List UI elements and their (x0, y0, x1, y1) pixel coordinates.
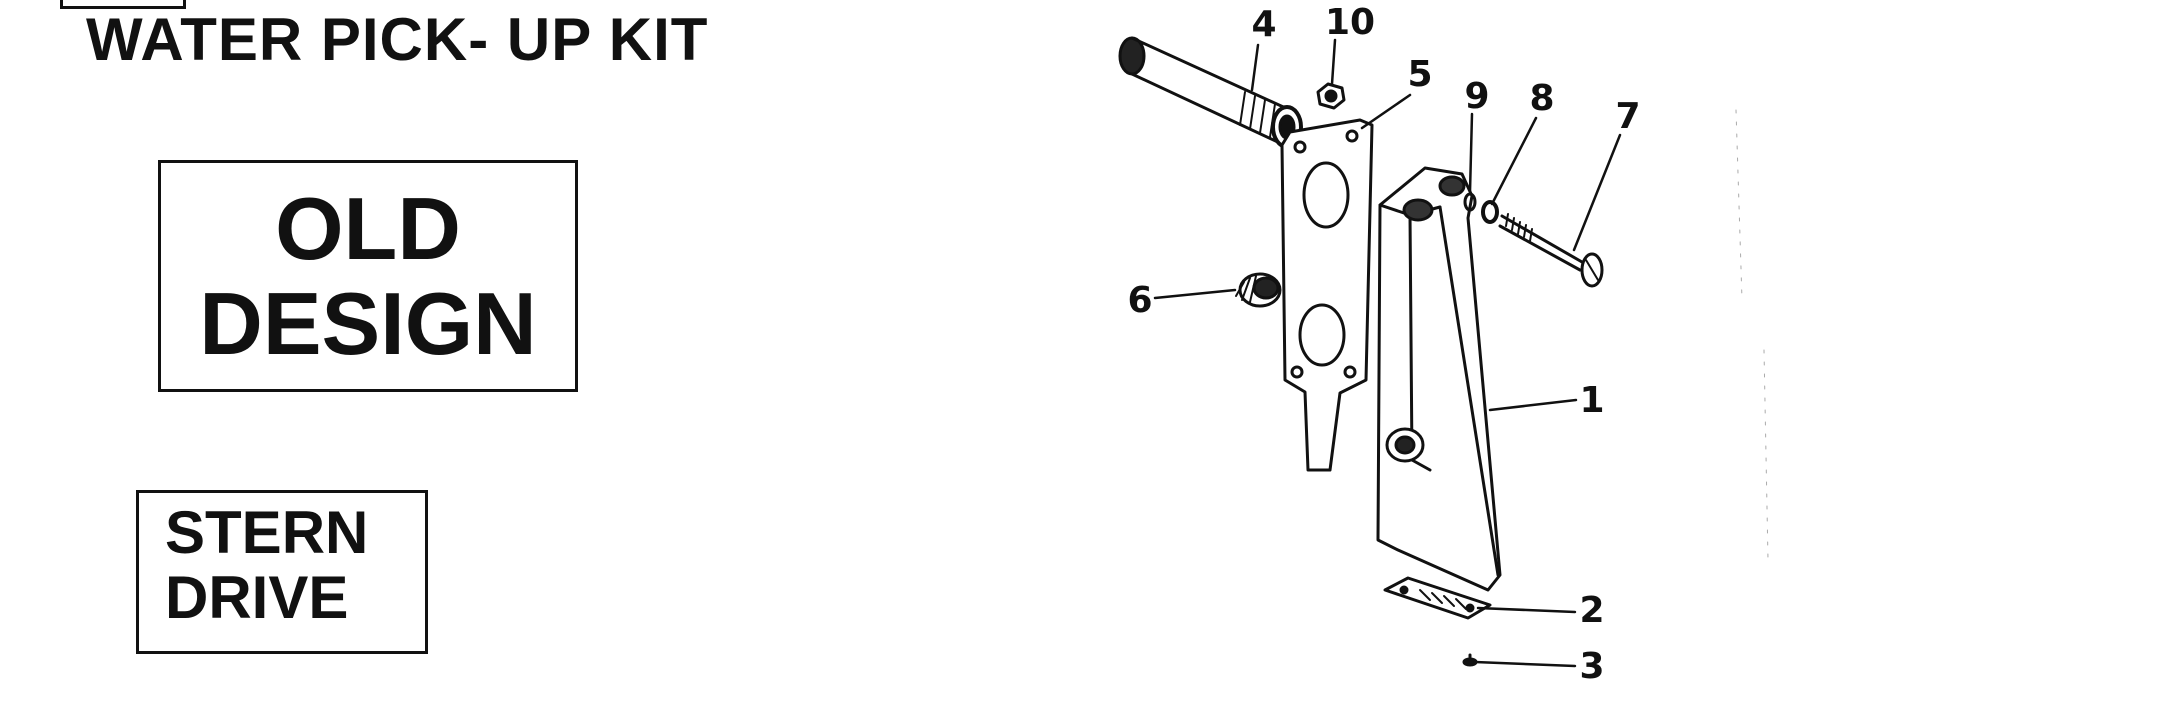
old-design-line-2: DESIGN (199, 274, 537, 373)
part-8-lock-washer (1481, 200, 1499, 224)
part-1-pickup-housing (1376, 166, 1502, 592)
part-5-gasket (1280, 118, 1374, 472)
callout-2: 2 (1579, 590, 1604, 631)
stern-drive-line-2: DRIVE (165, 563, 349, 631)
stern-drive-box: STERN DRIVE (136, 490, 428, 654)
callout-7: 7 (1615, 96, 1640, 137)
stern-drive-line-1: STERN (165, 499, 369, 566)
part-7-screw (1498, 213, 1604, 288)
callout-8: 8 (1529, 78, 1554, 119)
callout-5: 5 (1407, 54, 1432, 95)
part-2-screen (1383, 576, 1492, 620)
page-title: WATER PICK- UP KIT (86, 6, 709, 73)
part-3-small-screw (1462, 653, 1478, 667)
old-design-line-1: OLD (275, 178, 461, 278)
part-4-pipe-fitting (1118, 36, 1303, 149)
top-box-fragment (60, 0, 186, 9)
old-design-box: OLD DESIGN (158, 160, 578, 392)
callout-9: 9 (1464, 76, 1489, 117)
part-10-nut (1316, 82, 1346, 110)
callout-10: 10 (1325, 2, 1375, 43)
part-6-plug (1235, 272, 1282, 308)
callout-1: 1 (1579, 380, 1604, 421)
scan-edge-marks (1735, 109, 1769, 561)
callout-4: 4 (1251, 4, 1276, 45)
part-9-washer (1463, 192, 1477, 212)
callout-3: 3 (1579, 646, 1604, 687)
callout-6: 6 (1127, 280, 1152, 321)
leader-lines (1153, 38, 1622, 668)
